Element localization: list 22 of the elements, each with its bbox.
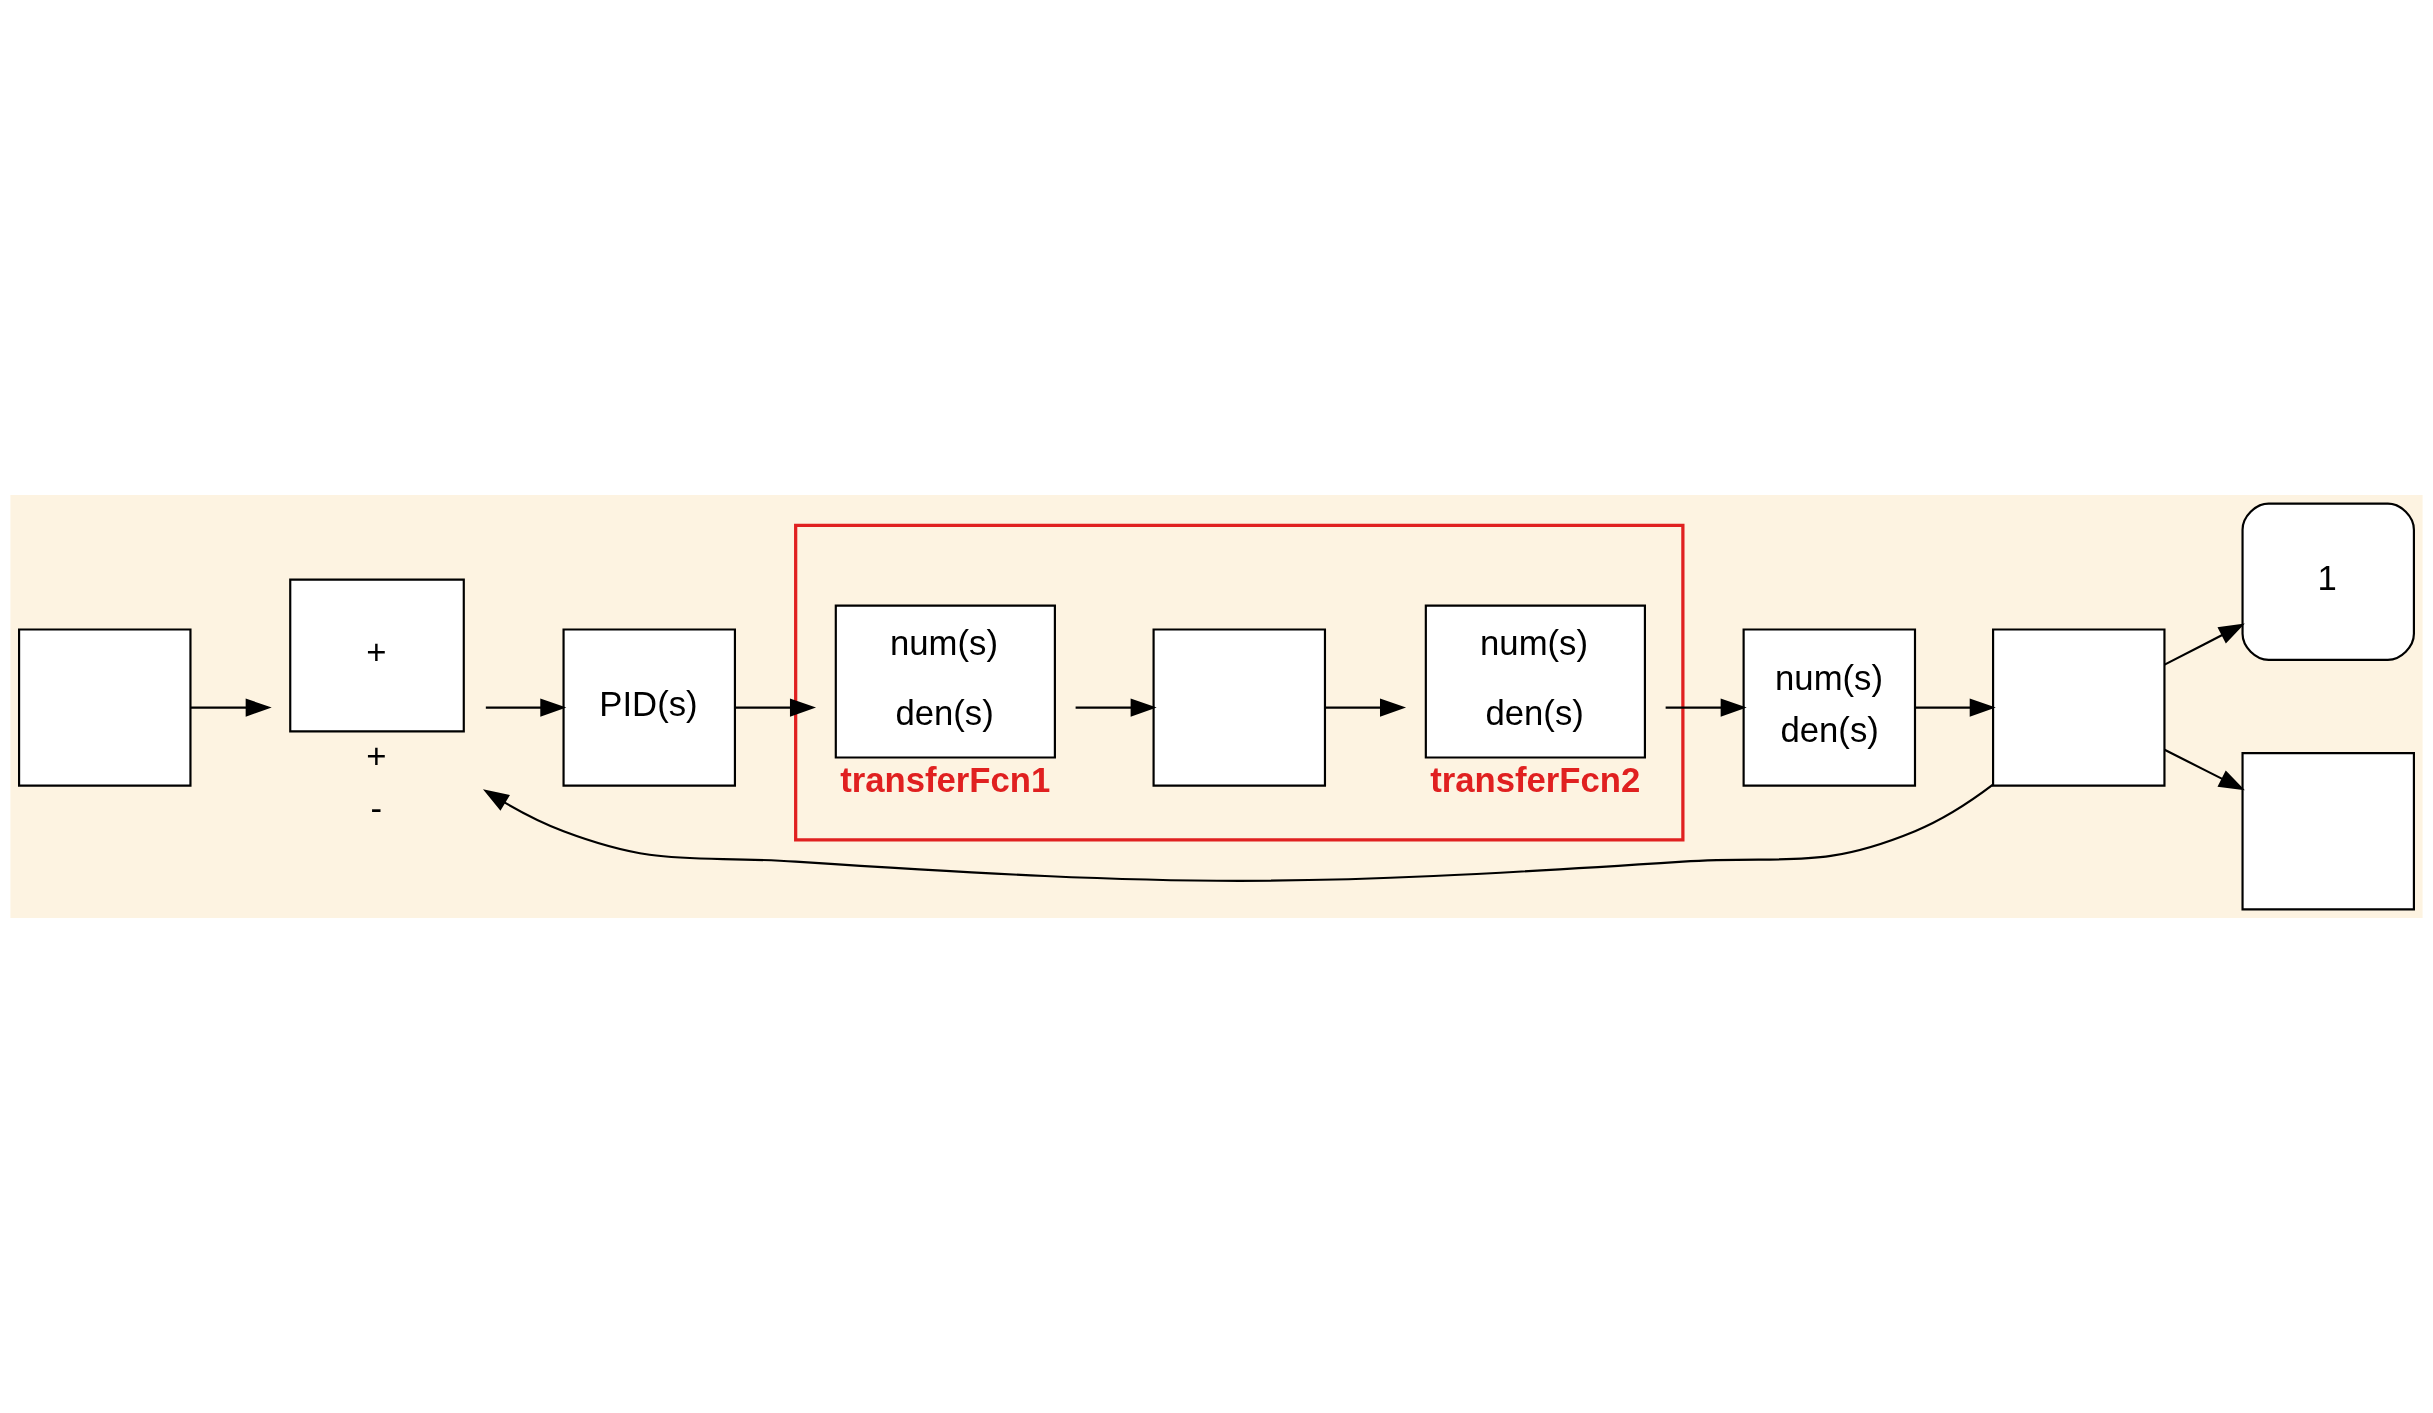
cluster — [794, 523, 1685, 842]
node-box — [18, 628, 192, 787]
node-box: PID(s) — [562, 628, 736, 787]
node-box: num(s) den(s) — [1742, 628, 1917, 787]
node-box: 1 — [2241, 502, 2415, 661]
node-label: + — [366, 736, 387, 775]
arrow — [2164, 748, 2245, 791]
arrow — [485, 698, 567, 717]
node-box — [2241, 752, 2415, 911]
arrow — [1665, 698, 1747, 717]
arrow — [482, 783, 1994, 882]
node-label: - — [370, 788, 383, 827]
node-label: transferFcn2 — [1430, 760, 1641, 799]
node-box — [1152, 628, 1327, 787]
arrow — [1325, 698, 1407, 717]
arrow — [735, 698, 817, 717]
node-box — [1992, 628, 2166, 787]
arrow — [1915, 698, 1996, 717]
node-label: transferFcn1 — [840, 760, 1051, 799]
arrow — [190, 698, 272, 717]
arrow — [1075, 698, 1157, 717]
arrow — [2164, 623, 2245, 666]
